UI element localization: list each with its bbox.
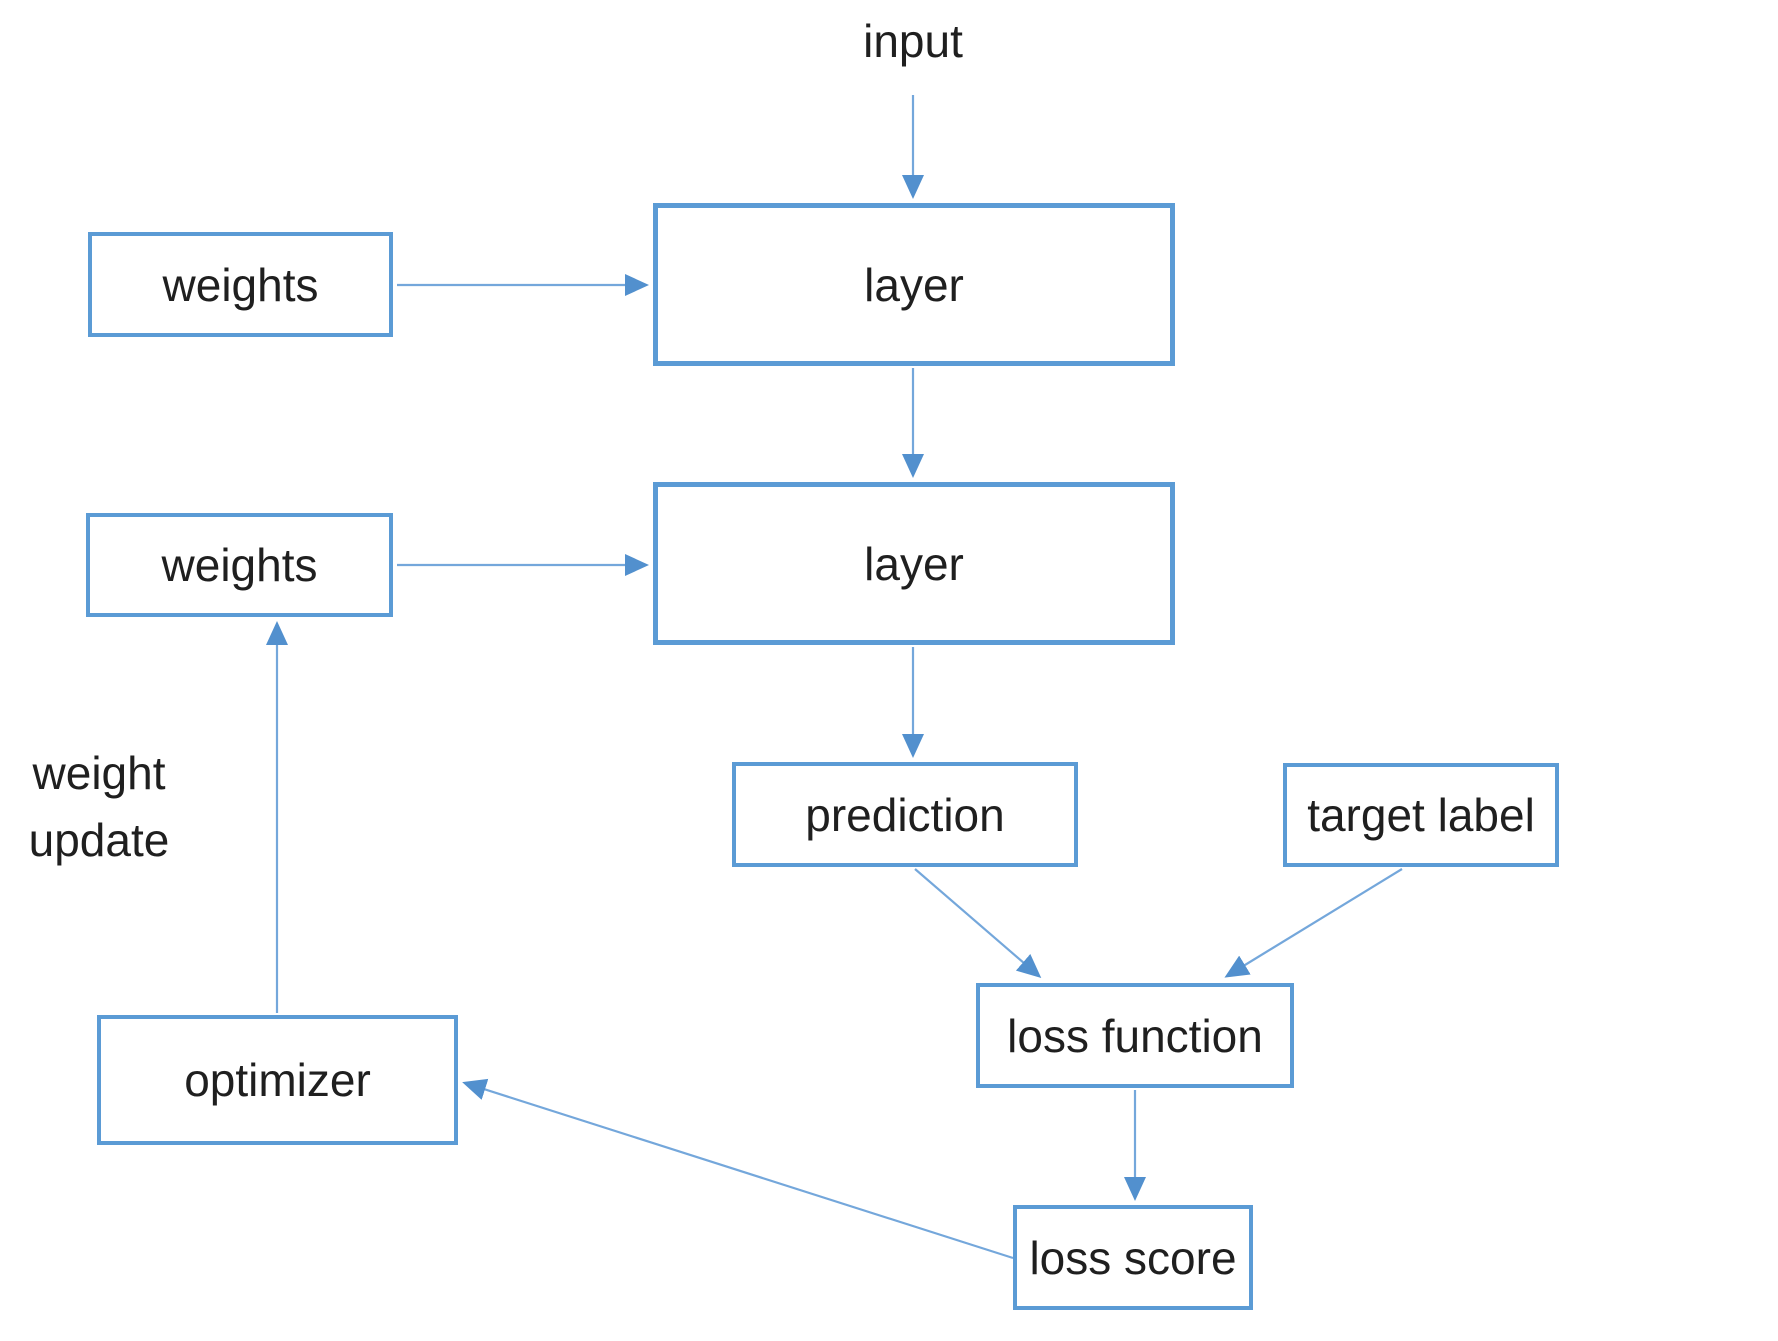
arrow-target-label-to-loss-function [1224,868,1403,978]
node-optimizer: optimizer [97,1015,458,1145]
node-target-label: target label [1283,763,1559,867]
weight-update-line2: update [28,814,170,866]
node-loss-function: loss function [976,983,1294,1088]
node-target-label-label: target label [1307,789,1535,841]
weight-update-line1: weight [32,747,166,799]
node-layer-bottom-label: layer [864,537,964,590]
node-prediction-label: prediction [805,788,1005,841]
node-optimizer-label: optimizer [184,1054,371,1106]
node-prediction: prediction [732,762,1078,867]
node-weights-bottom: weights [86,513,393,617]
node-loss-function-label: loss function [1007,1009,1263,1062]
node-layer-bottom: layer [653,482,1175,645]
node-loss-score: loss score [1013,1205,1253,1310]
node-weights-top-label: weights [162,258,319,311]
node-layer-top-label: layer [864,258,964,311]
arrow-prediction-to-loss-function [914,868,1042,978]
node-weights-bottom-label: weights [161,539,318,591]
node-layer-top: layer [653,203,1175,366]
arrow-loss-score-to-optimizer [462,1078,1014,1260]
node-weights-top: weights [88,232,393,337]
node-loss-score-label: loss score [1029,1231,1237,1284]
input-label: input [863,15,963,67]
weight-update-label: weight update [8,740,190,874]
